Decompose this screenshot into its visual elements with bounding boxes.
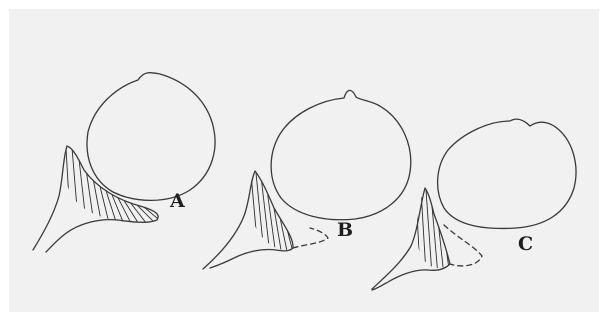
panel-b <box>203 90 411 269</box>
label-a: A <box>169 190 185 212</box>
panel-a <box>33 73 215 252</box>
fin-outline-c <box>372 188 450 290</box>
fin-outline-b <box>203 171 293 269</box>
fin-continuation-c <box>444 225 482 266</box>
hatched-region-b <box>246 173 299 256</box>
fin-continuation-b <box>293 228 328 248</box>
hatched-region-a <box>60 148 164 229</box>
body-outline-c <box>438 119 576 228</box>
label-c: C <box>518 233 533 255</box>
label-b: B <box>337 219 353 241</box>
body-outline-b <box>271 90 411 219</box>
panel-c <box>372 119 576 290</box>
body-outline-a <box>87 73 215 201</box>
fin-outline-a <box>33 146 158 252</box>
